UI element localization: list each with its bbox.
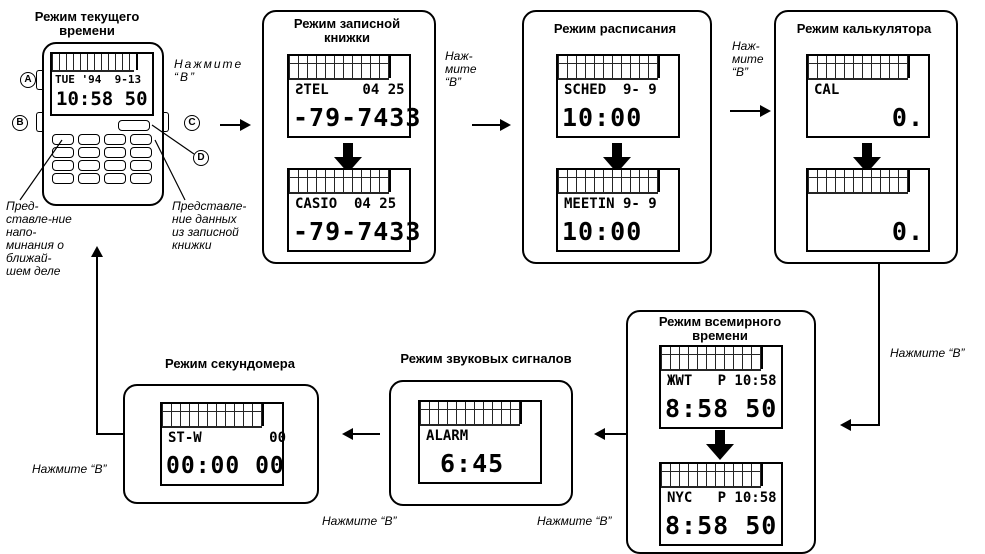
watch-left-note: Пред-ставле-ние напо-минания о ближай-ше… [6,199,72,278]
stopwatch-screen: ST-W 00 00:00 00 [160,402,286,486]
arrow-head [840,419,851,431]
arrow-shaft [850,424,880,426]
button-b-label: B [12,115,28,131]
arrow-head [240,119,251,131]
watch-side-button-a[interactable] [36,70,43,90]
watch-display-line1: TUE '94 9-13 [55,73,142,86]
press-b-label-2: Нажмите “B” [890,346,965,360]
notebook-mode-title: Режим записной книжки [293,16,401,45]
press-b-label-3: Нажмите “B” [537,514,612,528]
stopwatch-mode-title: Режим секундомера [165,356,295,371]
watch-case [42,42,164,206]
arrow-shaft [220,124,242,126]
press-b-label-1: Нажмите “B” [174,57,244,84]
arrow-shaft [730,110,762,112]
current-time-mode-title: Режим текущего времени [34,9,140,38]
watch-pointer-lines [19,124,195,201]
alarm-screen: ALARM 6:45 [418,400,542,484]
button-c-label: C [184,115,200,131]
arrow-head [594,428,605,440]
schedule-screen-2: MEETIN 9- 9 10:00 [556,168,680,252]
schedule-mode-title: Режим расписания [553,21,677,36]
watch-right-note: Представле-ние данных из записной книжки [172,199,247,252]
watch-drawing: TUE '94 9-13 10:58 50 [42,42,164,207]
notebook-screen-1: ƧTEL 04 25 -79-7433 [287,54,420,138]
arrow-shaft [96,255,98,435]
arrow-shaft [352,433,380,435]
arrow-shaft [96,433,124,435]
watch-memo-key[interactable] [118,120,150,131]
watch-keypad [50,134,154,198]
arrow-shaft [878,262,880,426]
world-time-screen-1: ЖWT P 10:58 8:58 50 [659,345,783,429]
arrow-head [760,105,771,117]
watch-side-button-b[interactable] [36,112,43,132]
watch-display: TUE '94 9-13 10:58 50 [50,52,154,116]
watch-side-button-c[interactable] [162,112,169,132]
schedule-screen-1: SCHED 9- 9 10:00 [556,54,680,138]
alarm-mode-title: Режим звуковых сигналов [400,351,572,366]
button-d-label: D [193,150,209,166]
press-b-label-5: Нажмите “B” [32,462,107,476]
press-b-stacked-2: Наж- мите “B” [732,39,764,79]
calculator-mode-title: Режим калькулятора [796,21,932,36]
press-b-stacked-1: Наж- мите “B” [445,49,477,89]
calculator-screen-2: 0. [806,168,930,252]
calculator-screen-1: CAL 0. [806,54,930,138]
notebook-screen-2: CASIO 04 25 -79-7433 [287,168,420,252]
button-a-label: A [20,72,36,88]
watch-display-line2: 10:58 50 [56,88,148,110]
arrow-head [342,428,353,440]
arrow-shaft [605,433,627,435]
world-time-screen-2: NYC P 10:58 8:58 50 [659,462,783,546]
press-b-label-4: Нажмите “B” [322,514,397,528]
world-time-mode-title: Режим всемирного времени [658,314,782,343]
arrow-head [91,246,103,257]
arrow-shaft [472,124,502,126]
arrow-head [500,119,511,131]
